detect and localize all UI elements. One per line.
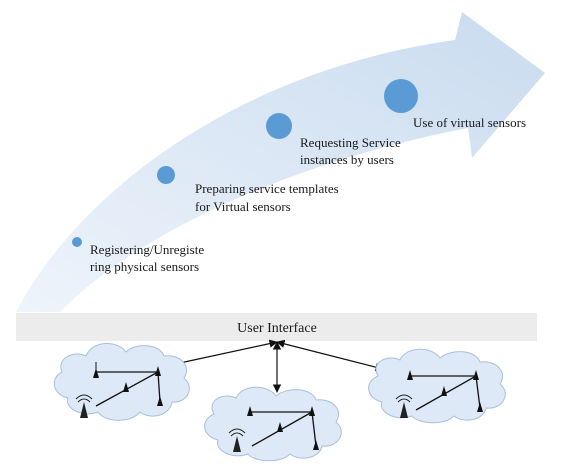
stage-3-line-1: Requesting Service: [300, 135, 401, 150]
stage-4-line-1: Use of virtual sensors: [413, 115, 526, 130]
user-interface-bar: [16, 313, 537, 341]
link-right: [276, 339, 384, 372]
cloud-shape: [204, 386, 342, 462]
stage-dot-3: [266, 113, 292, 139]
stage-2-line-1: Preparing service templates: [195, 181, 339, 196]
user-interface-label: User Interface: [237, 321, 317, 336]
stage-2-line-2: for Virtual sensors: [195, 199, 291, 214]
link-left: [165, 339, 278, 369]
wireless-sensor-icon: [228, 428, 246, 452]
wireless-sensor-icon: [395, 394, 413, 418]
stage-dot-4: [384, 79, 418, 113]
stage-dot-2: [157, 166, 175, 184]
sensor-cloud-left: [53, 343, 190, 421]
cloud-shape: [368, 348, 506, 424]
wireless-sensor-icon: [75, 394, 93, 418]
stage-1-line-1: Registering/Unregiste: [90, 242, 204, 257]
sensor-cloud-right: [368, 348, 506, 424]
stage-dot-1: [72, 237, 82, 247]
sensor-cloud-center: [204, 386, 342, 462]
stage-1-line-2: ring physical sensors: [90, 259, 199, 274]
cloud-shape: [53, 343, 190, 421]
stage-3-line-2: instances by users: [300, 152, 394, 167]
